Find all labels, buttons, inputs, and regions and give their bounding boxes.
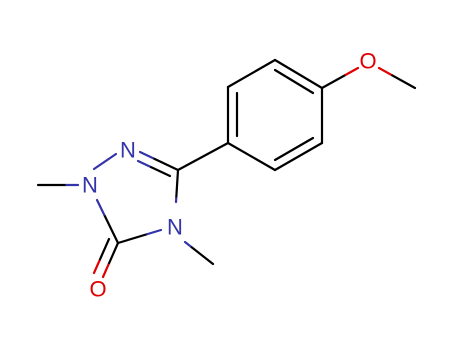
bond-ar-5 (273, 141, 324, 172)
bond-c5-n1 (95, 198, 120, 245)
bond-c5-o (101, 241, 120, 279)
bond-ar-6 (226, 141, 277, 172)
atom-n4: N (167, 215, 183, 240)
bond-ar-o (320, 66, 360, 90)
bond-ar-2 (226, 58, 277, 89)
bond-c5-o-double (92, 237, 111, 275)
bond-n2-c3-double (136, 159, 172, 178)
atom-o-carbonyl: O (89, 277, 106, 302)
atom-o-methoxy: O (359, 49, 376, 74)
atom-n1: N (82, 173, 98, 198)
atom-n2: N (120, 138, 136, 163)
bond-n1-n2 (92, 152, 118, 171)
bond-c3-aryl (176, 141, 230, 172)
bond-ar-inner-3 (273, 136, 315, 162)
bond-n4-methyl (183, 240, 215, 266)
bond-o-methyl (377, 66, 417, 90)
bond-n4-c5 (116, 228, 163, 245)
bond-ar-3 (273, 58, 324, 90)
bond-ar-inner-2 (273, 68, 315, 95)
bond-n2-c3 (138, 150, 180, 172)
bond-c3-n4 (174, 168, 180, 204)
